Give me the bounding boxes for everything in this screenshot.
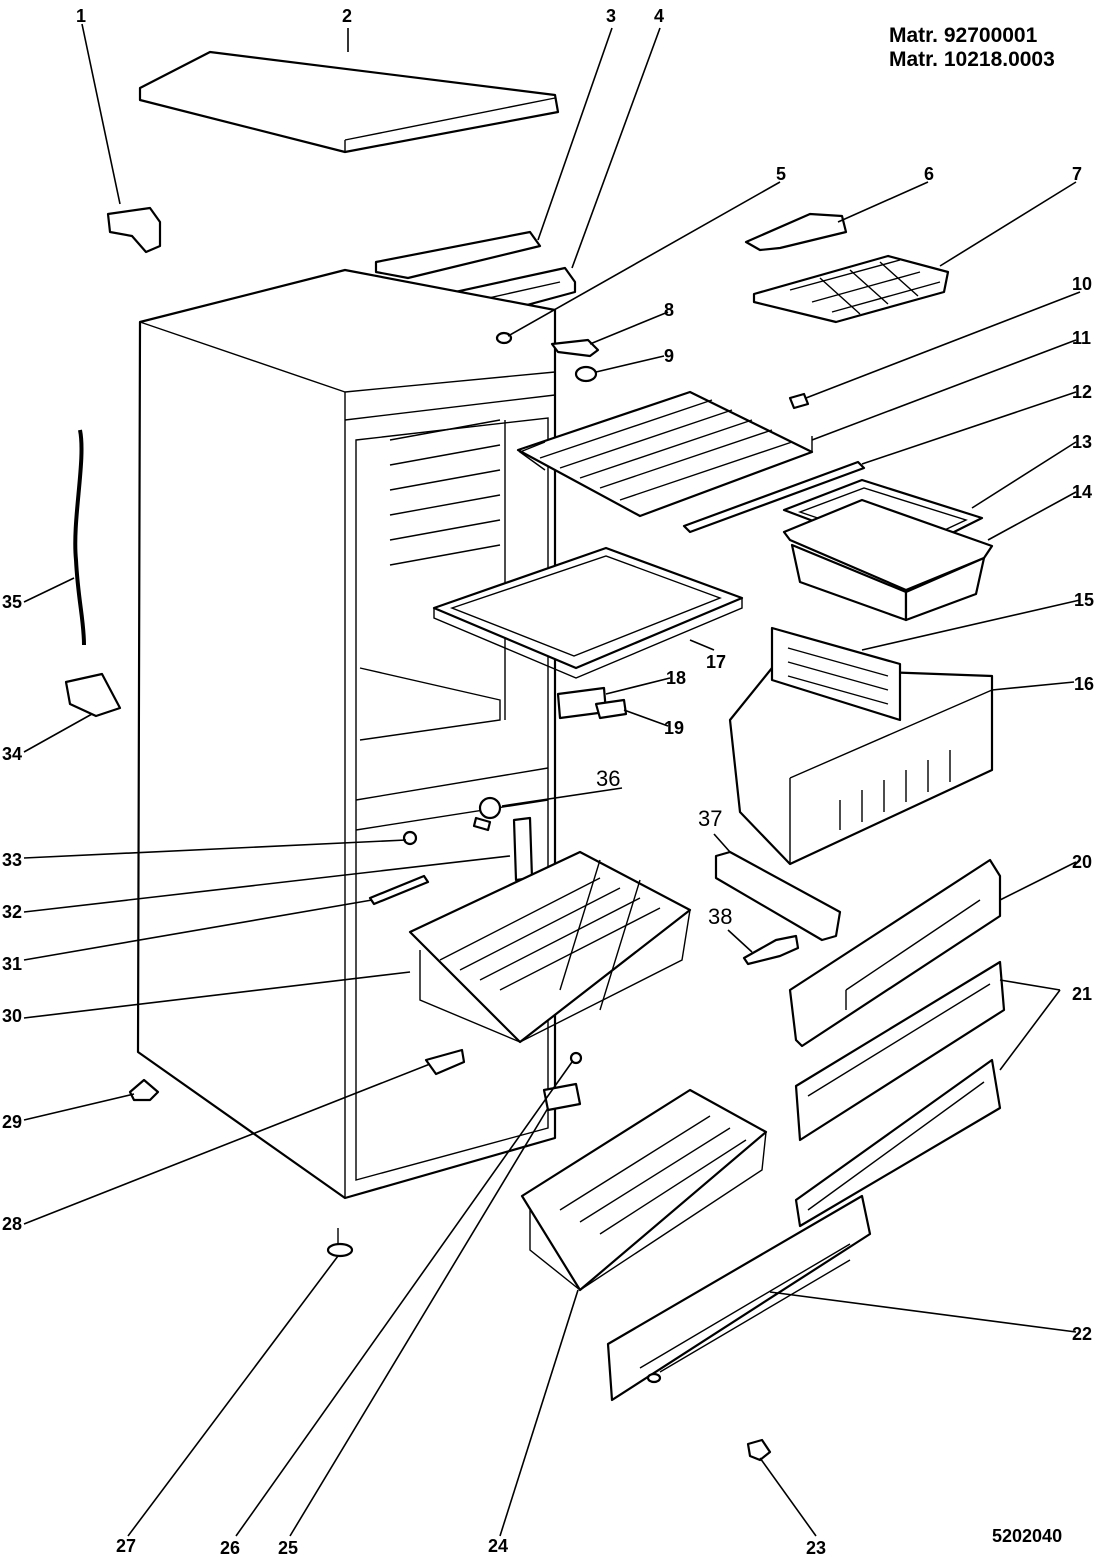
callout-34: 34 [2,744,22,764]
callout-7: 7 [1072,164,1082,184]
part-29-foot [128,1078,160,1102]
part-31-strip [368,874,430,906]
callout-21: 21 [1072,984,1092,1004]
part-26-screw [569,1051,583,1065]
serial-number-line-2: Matr. 10218.0003 [889,48,1055,71]
callout-14: 14 [1072,482,1092,502]
callout-17: 17 [706,652,726,672]
callout-19: 19 [664,718,684,738]
callout-23: 23 [806,1538,826,1558]
part-freezer-basket [408,850,692,1044]
part-10-cap [788,392,810,410]
callout-37: 37 [698,806,722,831]
callout-10: 10 [1072,274,1092,294]
callout-4: 4 [654,6,664,26]
callout-8: 8 [664,300,674,320]
callout-35: 35 [2,592,22,612]
part-cabinet [136,268,557,1200]
callout-32: 32 [2,902,22,922]
callout-6: 6 [924,164,934,184]
part-top-cover [138,50,560,154]
part-drawer [728,626,994,866]
callout-29: 29 [2,1112,22,1132]
callout-15: 15 [1074,590,1094,610]
callout-11: 11 [1072,328,1091,348]
part-33-plug [402,830,418,846]
part-ice-cube-tray [752,254,950,324]
callout-18: 18 [666,668,686,688]
part-8-bracket [550,338,600,358]
callout-26: 26 [220,1538,240,1558]
callout-24: 24 [488,1536,508,1556]
part-25-bracket [542,1082,582,1112]
callout-31: 31 [2,954,22,974]
part-24-lower-basket [520,1088,768,1292]
part-38-pin [742,934,800,966]
part-19-clip [594,698,628,720]
part-34-bracket [64,672,122,718]
callout-27: 27 [116,1536,136,1556]
part-9-plug [574,365,598,383]
part-crisper [782,478,994,622]
drawing-code: 5202040 [992,1526,1062,1546]
callout-1: 1 [76,6,86,26]
callout-22: 22 [1072,1324,1092,1344]
part-32-hinge [512,816,534,882]
part-21-door-trays [794,960,1006,1228]
callout-28: 28 [2,1214,22,1234]
callout-20: 20 [1072,852,1092,872]
callout-36: 36 [596,766,620,791]
callout-9: 9 [664,346,674,366]
part-35-gasket [73,429,86,646]
part-37-handle [714,850,842,942]
callout-25: 25 [278,1538,298,1558]
part-28-drain [424,1048,466,1076]
callout-2: 2 [342,6,352,26]
callout-12: 12 [1072,382,1092,402]
part-hinge-cap [106,206,162,254]
callout-30: 30 [2,1006,22,1026]
part-5-knob [495,331,513,345]
part-20-door-shelf [788,858,1002,1048]
part-22-bottom-trim [606,1194,872,1402]
callout-5: 5 [776,164,786,184]
callout-3: 3 [606,6,616,26]
part-wire-shelf [516,390,814,518]
part-27-leveling-foot [326,1228,354,1258]
part-23-clip [746,1438,772,1462]
serial-number-line-1: Matr. 92700001 [889,24,1038,47]
callout-13: 13 [1072,432,1092,452]
leader-lines [23,23,1081,1537]
part-glass-shelf [432,546,744,679]
part-ice-scoop [744,212,848,252]
callout-16: 16 [1074,674,1094,694]
part-shelf-trim [682,460,866,534]
callout-labels: 1 2 3 4 5 6 7 8 9 10 11 12 13 14 15 16 1… [2,6,1094,1558]
part-36-thermostat-knob [472,796,502,832]
callout-33: 33 [2,850,22,870]
callout-38: 38 [708,904,732,929]
